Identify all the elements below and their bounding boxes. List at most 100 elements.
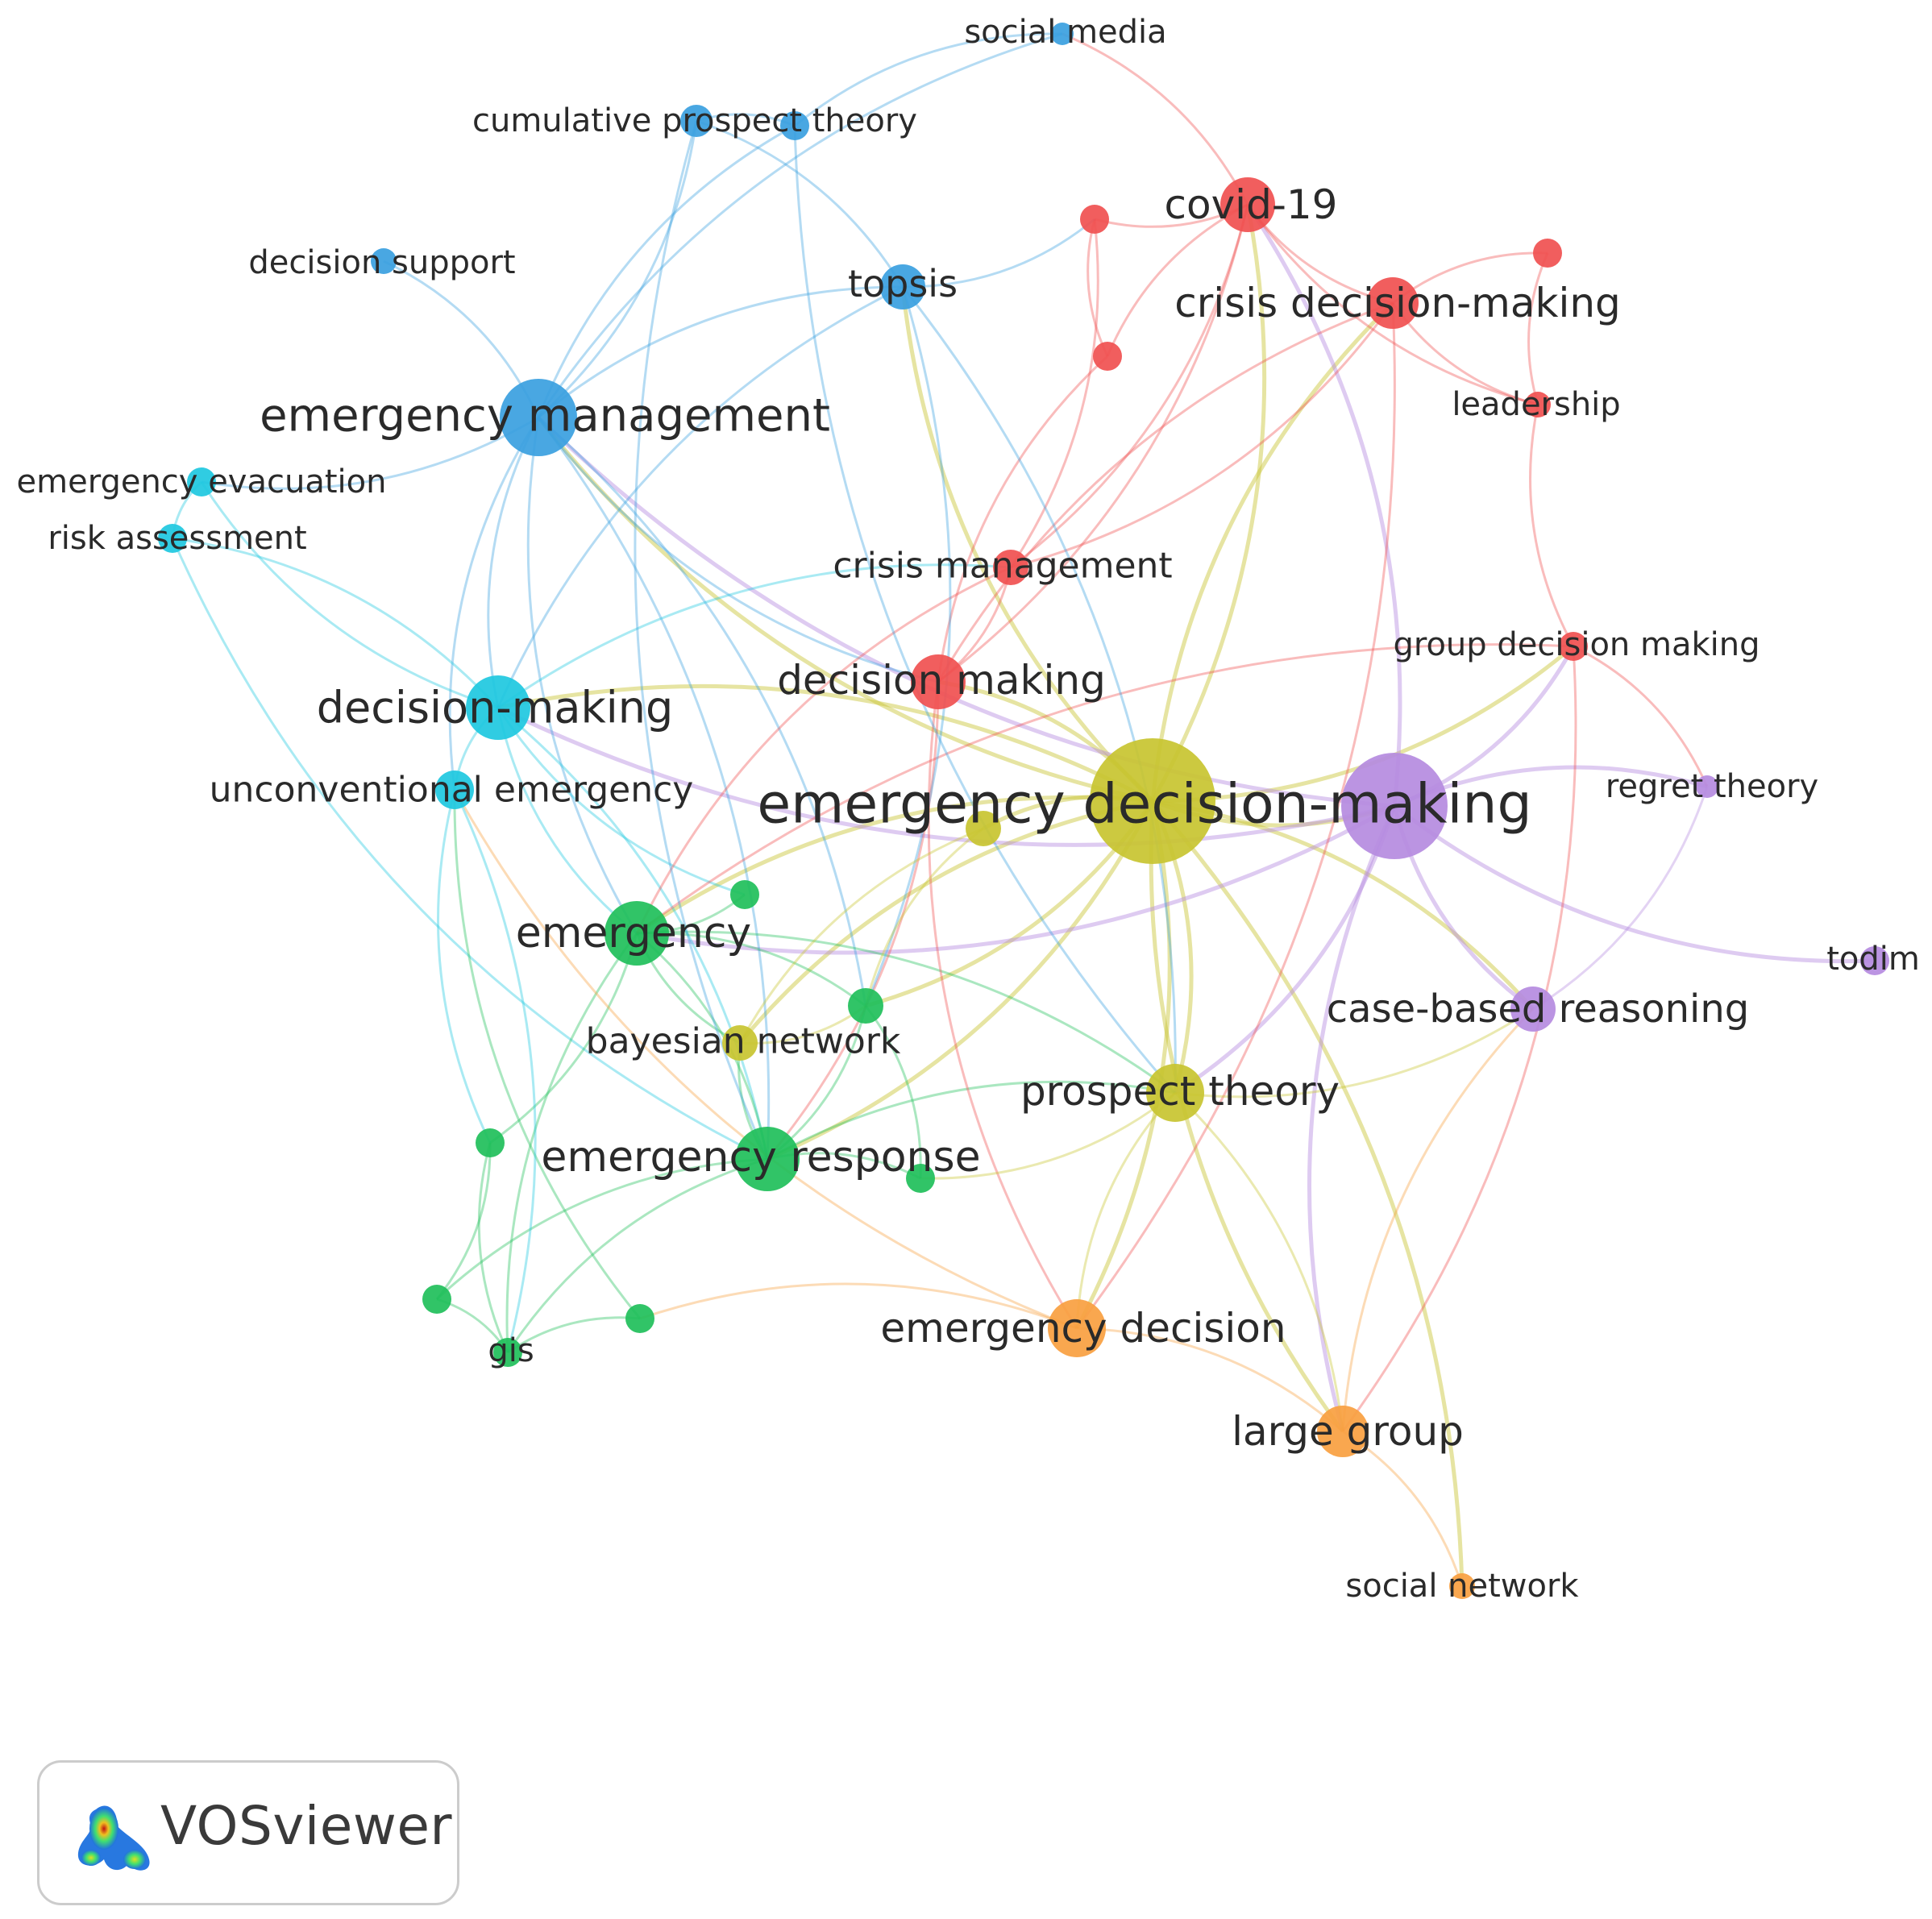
edge-emergency-prospect-theory xyxy=(636,930,1176,1094)
node-label-emergency-decision: emergency decision xyxy=(880,1305,1286,1352)
edge-emergency-decision-making-decision-making xyxy=(497,683,1154,804)
node-emergency-response[interactable] xyxy=(735,1127,800,1191)
edge-covid-19-red-b xyxy=(1106,203,1249,357)
edge-green-e-gis xyxy=(507,1316,641,1354)
edge-emergency-management-topsis xyxy=(538,285,904,419)
node-label-unconventional-emergency: unconventional emergency xyxy=(210,770,694,811)
node-emergency-decision-making-2[interactable] xyxy=(1341,753,1448,859)
edge-topsis-cumulative-prospect-theory xyxy=(696,119,904,288)
node-todim[interactable] xyxy=(1860,946,1889,975)
vosviewer-density-icon xyxy=(77,1805,150,1871)
node-crisis-decision-making[interactable] xyxy=(1367,277,1419,329)
edge-emergency-decision-making-social-network xyxy=(1151,800,1465,1587)
node-label-leadership: leadership xyxy=(1452,386,1620,423)
edge-yellow-a-green-c xyxy=(864,827,984,1007)
edge-emergency-management-decision-making-red xyxy=(537,417,939,683)
node-cpt-2[interactable] xyxy=(780,111,809,140)
edge-emergency-response-green-d xyxy=(435,1157,768,1301)
edge-emergency-emergency-response xyxy=(636,932,769,1160)
node-green-d[interactable] xyxy=(422,1285,451,1314)
edge-crisis-decision-making-emergency-decision xyxy=(1075,302,1396,1329)
node-topsis[interactable] xyxy=(880,264,925,309)
node-red-b[interactable] xyxy=(1093,342,1122,371)
node-regret-theory[interactable] xyxy=(1696,775,1718,798)
edge-large-group-case-based-reasoning xyxy=(1341,1007,1535,1432)
node-social-network[interactable] xyxy=(1449,1573,1475,1599)
edge-prospect-theory-large-group xyxy=(1174,1091,1344,1432)
vosviewer-logo: VOSviewer xyxy=(37,1760,459,1905)
edge-emergency-decision-making-topsis xyxy=(900,286,1154,803)
edge-emergency-management-cpt-2 xyxy=(537,124,796,418)
node-emergency-decision[interactable] xyxy=(1048,1299,1106,1357)
edge-topsis-green-c xyxy=(864,286,952,1007)
node-bayesian-network[interactable] xyxy=(722,1025,758,1061)
node-cumulative-prospect-theory[interactable] xyxy=(680,105,713,137)
node-label-group-decision-making: group decision making xyxy=(1394,626,1760,663)
node-green-c[interactable] xyxy=(848,988,883,1024)
node-large-group[interactable] xyxy=(1317,1406,1369,1457)
node-label-emergency-management: emergency management xyxy=(260,390,830,442)
node-social-media[interactable] xyxy=(1051,23,1074,45)
edge-covid-19-social-media xyxy=(1062,32,1249,206)
edge-emergency-management-unconventional-emergency xyxy=(448,417,540,791)
edge-emergency-decision-making-2-decision-making xyxy=(497,705,1395,847)
edge-cumulative-prospect-theory-emergency-response xyxy=(634,120,769,1160)
node-case-based-reasoning[interactable] xyxy=(1510,986,1556,1032)
node-green-e[interactable] xyxy=(625,1304,654,1333)
edge-emergency-decision-making-2-covid-19 xyxy=(1245,203,1402,807)
edge-decision-making-green-a xyxy=(497,707,746,896)
node-risk-assessment[interactable] xyxy=(158,524,187,553)
edge-emergency-response-prospect-theory xyxy=(767,1080,1176,1161)
edge-decision-making-risk-assessment xyxy=(172,537,500,709)
node-emergency-decision-making[interactable] xyxy=(1090,738,1215,864)
node-decision-making-red[interactable] xyxy=(911,654,966,709)
edge-prospect-theory-emergency-decision xyxy=(1075,1091,1177,1329)
edge-emergency-decision-making-emergency xyxy=(635,795,1153,936)
edge-emergency-green-b xyxy=(489,933,638,1144)
edge-crisis-management-emergency xyxy=(635,566,1012,934)
edge-emergency-management-cumulative-prospect-theory xyxy=(537,120,698,419)
edge-unconventional-emergency-green-b xyxy=(437,789,492,1144)
node-emergency[interactable] xyxy=(605,901,669,966)
node-leadership[interactable] xyxy=(1525,392,1551,417)
node-label-crisis-decision-making: crisis decision-making xyxy=(1174,280,1621,326)
edge-covid-19-leadership xyxy=(1246,204,1539,406)
node-green-a[interactable] xyxy=(730,880,759,909)
vosviewer-logo-text: VOSviewer xyxy=(160,1795,453,1857)
node-gis[interactable] xyxy=(493,1338,522,1367)
node-crisis-management[interactable] xyxy=(993,550,1028,585)
edge-emergency-decision-making-emergency-decision xyxy=(1074,800,1172,1330)
node-yellow-a[interactable] xyxy=(966,811,1001,846)
edge-unconventional-emergency-gis xyxy=(453,789,537,1353)
node-red-a[interactable] xyxy=(1080,205,1109,234)
node-emergency-management[interactable] xyxy=(500,379,577,456)
node-label-crisis-management: crisis management xyxy=(833,546,1172,587)
edge-green-c-green-f xyxy=(864,1005,922,1179)
edge-emergency-management-social-media xyxy=(537,32,1063,418)
edge-cpt-2-prospect-theory xyxy=(793,125,1177,1094)
edge-emergency-decision-making-2-emergency xyxy=(636,804,1396,955)
node-prospect-theory[interactable] xyxy=(1146,1064,1204,1122)
edge-leadership-red-c xyxy=(1527,252,1549,405)
node-label-social-network: social network xyxy=(1345,1568,1579,1605)
edge-cpt-2-social-media xyxy=(794,32,1063,127)
node-group-decision-making[interactable] xyxy=(1559,632,1588,661)
node-decision-support[interactable] xyxy=(371,248,397,274)
node-emergency-evacuation[interactable] xyxy=(187,467,216,496)
node-label-cumulative-prospect-theory: cumulative prospect theory xyxy=(472,102,917,139)
node-decision-making[interactable] xyxy=(466,675,530,740)
edge-emergency-management-emergency xyxy=(526,417,638,934)
node-green-b[interactable] xyxy=(476,1128,505,1157)
node-covid-19[interactable] xyxy=(1220,177,1275,232)
node-green-f[interactable] xyxy=(906,1164,935,1193)
edge-emergency-response-gis xyxy=(506,1157,768,1353)
edge-emergency-management-green-c xyxy=(538,416,867,1007)
node-unconventional-emergency[interactable] xyxy=(435,771,474,809)
edge-risk-assessment-emergency-response xyxy=(171,538,768,1161)
edge-emergency-decision-making-2-emergency-management xyxy=(537,416,1395,808)
edge-group-decision-making-regret-theory xyxy=(1573,645,1709,787)
edge-emergency-decision-making-emergency-response xyxy=(767,800,1155,1161)
node-red-c[interactable] xyxy=(1533,239,1562,268)
